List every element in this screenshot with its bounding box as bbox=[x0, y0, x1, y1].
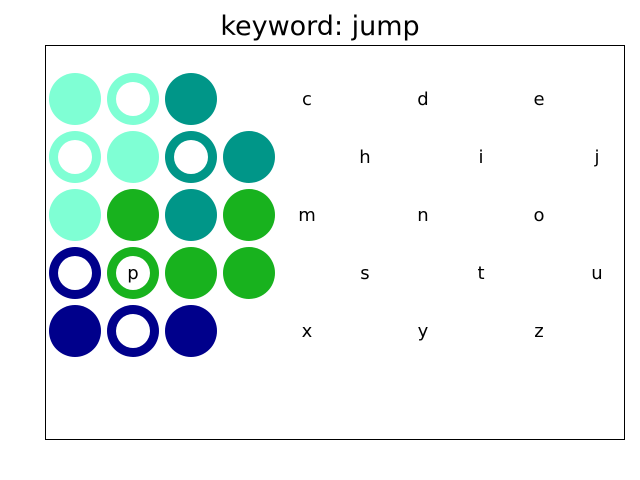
board-letter-s[interactable]: s bbox=[360, 263, 369, 284]
filled-piece[interactable] bbox=[49, 73, 101, 125]
piece-disc bbox=[223, 131, 275, 183]
piece-hole bbox=[116, 314, 150, 348]
filled-piece[interactable] bbox=[223, 131, 275, 183]
board-letter-m[interactable]: m bbox=[298, 205, 316, 226]
board-letter-d[interactable]: d bbox=[417, 89, 428, 110]
game-board: p c d e h i j m n o s t u x y z bbox=[45, 45, 625, 440]
ring-piece[interactable] bbox=[49, 247, 101, 299]
filled-piece[interactable] bbox=[165, 189, 217, 241]
filled-piece[interactable] bbox=[165, 247, 217, 299]
board-letter-e[interactable]: e bbox=[533, 89, 544, 110]
ring-piece[interactable] bbox=[107, 73, 159, 125]
piece-hole bbox=[174, 140, 208, 174]
piece-disc bbox=[165, 247, 217, 299]
board-letter-n[interactable]: n bbox=[417, 205, 428, 226]
piece-disc bbox=[49, 305, 101, 357]
board-canvas: p c d e h i j m n o s t u x y z bbox=[49, 73, 603, 357]
board-letter-y[interactable]: y bbox=[418, 321, 429, 342]
piece-disc bbox=[223, 247, 275, 299]
page-title: keyword: jump bbox=[220, 11, 420, 42]
filled-piece[interactable] bbox=[223, 247, 275, 299]
board-letter-z[interactable]: z bbox=[534, 321, 543, 342]
board-letter-h[interactable]: h bbox=[359, 147, 370, 168]
filled-piece[interactable] bbox=[49, 189, 101, 241]
ring-piece[interactable] bbox=[107, 305, 159, 357]
piece-disc bbox=[107, 189, 159, 241]
piece-disc bbox=[49, 189, 101, 241]
piece-hole bbox=[116, 82, 150, 116]
filled-piece[interactable] bbox=[223, 189, 275, 241]
filled-piece[interactable] bbox=[165, 305, 217, 357]
piece-disc bbox=[223, 189, 275, 241]
piece-letter: p bbox=[127, 263, 138, 284]
piece-disc bbox=[49, 73, 101, 125]
board-letter-o[interactable]: o bbox=[533, 205, 544, 226]
board-letter-j[interactable]: j bbox=[593, 147, 599, 168]
filled-piece[interactable] bbox=[107, 131, 159, 183]
filled-piece[interactable] bbox=[49, 305, 101, 357]
piece-disc bbox=[107, 131, 159, 183]
piece-hole bbox=[58, 256, 92, 290]
piece-disc bbox=[165, 189, 217, 241]
filled-piece[interactable] bbox=[165, 73, 217, 125]
piece-hole bbox=[116, 256, 150, 290]
piece-disc bbox=[165, 305, 217, 357]
piece-disc bbox=[165, 73, 217, 125]
ring-piece[interactable] bbox=[49, 131, 101, 183]
filled-piece[interactable] bbox=[107, 189, 159, 241]
board-letter-c[interactable]: c bbox=[302, 89, 312, 110]
ring-piece[interactable]: p bbox=[107, 247, 159, 299]
board-letter-u[interactable]: u bbox=[591, 263, 602, 284]
ring-piece[interactable] bbox=[165, 131, 217, 183]
board-letter-t[interactable]: t bbox=[477, 263, 484, 284]
piece-hole bbox=[58, 140, 92, 174]
board-letter-x[interactable]: x bbox=[302, 321, 313, 342]
board-letter-i[interactable]: i bbox=[478, 147, 483, 168]
